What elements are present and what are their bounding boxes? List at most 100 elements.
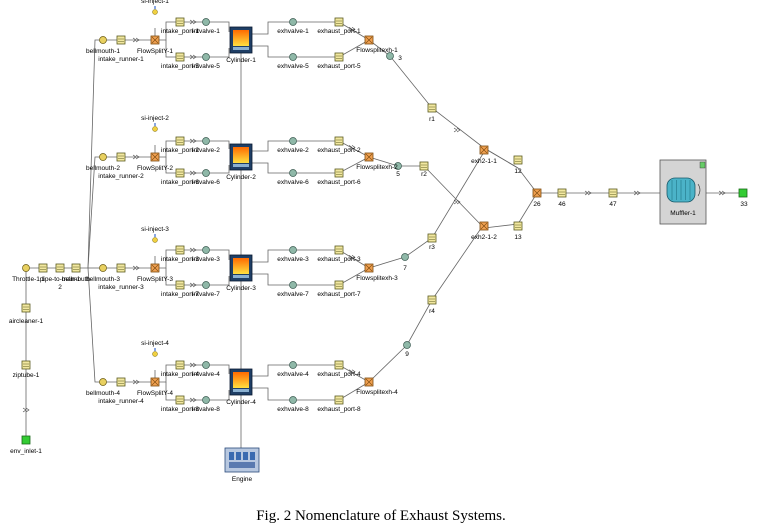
- pipe-r-label: r3: [429, 244, 435, 251]
- exhaust-port-label: exhaust_port-8: [317, 406, 361, 413]
- bellmouth-icon[interactable]: [99, 378, 107, 386]
- intake-runner-icon[interactable]: [116, 35, 126, 45]
- valve-icon[interactable]: [202, 281, 210, 289]
- valve-icon[interactable]: [289, 53, 297, 61]
- intake-port-icon[interactable]: [175, 360, 185, 370]
- intake-port-icon[interactable]: [175, 395, 185, 405]
- pipe-r-icon[interactable]: [427, 295, 437, 305]
- intake-port-icon[interactable]: [175, 52, 185, 62]
- exhvalve-label: exhvalve-1: [277, 28, 309, 35]
- valve-icon[interactable]: [386, 52, 394, 60]
- valve-icon[interactable]: [289, 361, 297, 369]
- env-inlet-icon[interactable]: [21, 435, 31, 445]
- connection-line: [252, 156, 370, 174]
- exhaust-port-icon[interactable]: [334, 395, 344, 405]
- intvalve-label: intvalve-2: [192, 147, 220, 154]
- intake-port-icon[interactable]: [175, 136, 185, 146]
- pipe-icon[interactable]: [557, 188, 567, 198]
- exhaust-port-label: exhaust_port-7: [317, 291, 361, 298]
- pipe-icon[interactable]: [513, 155, 523, 165]
- bellmouth-icon[interactable]: [99, 36, 107, 44]
- valve-icon[interactable]: [202, 246, 210, 254]
- flow-direction-icon: [189, 54, 197, 60]
- pipe-icon[interactable]: [513, 221, 523, 231]
- flow-direction-icon: [132, 37, 140, 43]
- connection-line: [252, 140, 370, 158]
- ziptube-icon[interactable]: [21, 360, 31, 370]
- valve-icon[interactable]: [394, 162, 402, 170]
- si-inject-label: si-inject-3: [141, 226, 169, 233]
- bellmouth-main-label: bellmouth: [62, 276, 91, 283]
- exhaust-port-icon[interactable]: [334, 17, 344, 27]
- junction-label: exh2-1-1: [471, 158, 497, 165]
- valve-icon[interactable]: [202, 396, 210, 404]
- intake-runner-icon[interactable]: [116, 377, 126, 387]
- connection-line: [368, 39, 538, 194]
- valve-icon[interactable]: [289, 169, 297, 177]
- intvalve-label: intvalve-4: [192, 371, 220, 378]
- exhaust-port-label: exhaust_port-6: [317, 179, 361, 186]
- pipe-number-label: 2: [58, 284, 62, 291]
- flow-direction-icon: [189, 397, 197, 403]
- connection-line: [252, 249, 370, 269]
- exhaust-port-icon[interactable]: [334, 52, 344, 62]
- pipe-r-icon[interactable]: [427, 233, 437, 243]
- intake-runner-icon[interactable]: [116, 152, 126, 162]
- cylinder-flame: [233, 30, 249, 46]
- injector-icon[interactable]: [152, 126, 158, 132]
- valve-icon[interactable]: [202, 18, 210, 26]
- intake-runner-icon[interactable]: [116, 263, 126, 273]
- intake-port-label: intake_port-8: [161, 406, 199, 413]
- bellmouth-icon[interactable]: [99, 264, 107, 272]
- flow-direction-icon: [189, 138, 197, 144]
- outlet-icon[interactable]: [738, 188, 748, 198]
- connection-line: [155, 364, 230, 383]
- valve-icon[interactable]: [202, 169, 210, 177]
- valve-icon[interactable]: [403, 341, 411, 349]
- exhaust-port-icon[interactable]: [334, 136, 344, 146]
- injector-icon[interactable]: [152, 9, 158, 15]
- injector-icon[interactable]: [152, 351, 158, 357]
- injector-icon[interactable]: [152, 237, 158, 243]
- intake-port-icon[interactable]: [175, 245, 185, 255]
- intvalve-label: intvalve-6: [192, 179, 220, 186]
- valve-icon[interactable]: [401, 253, 409, 261]
- pipe-to-man-icon[interactable]: [55, 263, 65, 273]
- flowsplit-cross: [151, 36, 159, 44]
- valve-icon[interactable]: [289, 396, 297, 404]
- connection-line: [483, 147, 519, 169]
- intake-port-label: intake_port-4: [161, 371, 199, 378]
- exhaust-port-label: exhaust_port-3: [317, 256, 361, 263]
- pipe-to-man-icon[interactable]: [71, 263, 81, 273]
- connection-line: [252, 267, 370, 286]
- bellmouth-icon[interactable]: [99, 153, 107, 161]
- pipe-r-icon[interactable]: [419, 161, 429, 171]
- valve-icon[interactable]: [202, 53, 210, 61]
- pipe-r-icon[interactable]: [427, 103, 437, 113]
- engine-cylinder-glyph: [236, 452, 241, 460]
- ziptube-label: ziptube-1: [13, 372, 40, 379]
- valve-icon[interactable]: [289, 281, 297, 289]
- intake-port-icon[interactable]: [175, 168, 185, 178]
- intake-port-icon[interactable]: [175, 17, 185, 27]
- valve-icon[interactable]: [289, 18, 297, 26]
- bellmouth-icon[interactable]: [22, 264, 30, 272]
- exhaust-port-icon[interactable]: [334, 360, 344, 370]
- valve-icon[interactable]: [289, 246, 297, 254]
- pipe-icon[interactable]: [608, 188, 618, 198]
- valve-icon[interactable]: [202, 361, 210, 369]
- aircleaner-icon[interactable]: [21, 303, 31, 313]
- valve-icon[interactable]: [202, 137, 210, 145]
- flowsplit-y-label: FlowSplitY-4: [137, 390, 173, 397]
- engine-cylinder-glyph: [250, 452, 255, 460]
- pipe-number-label: 3: [398, 55, 402, 62]
- valve-icon[interactable]: [289, 137, 297, 145]
- engine-cylinder-glyph: [229, 452, 234, 460]
- exhaust-port-icon[interactable]: [334, 168, 344, 178]
- intake-port-icon[interactable]: [175, 280, 185, 290]
- intvalve-label: intvalve-8: [192, 406, 220, 413]
- exhaust-port-icon[interactable]: [334, 245, 344, 255]
- sound-wave-icon: [697, 183, 701, 197]
- pipe-to-man-icon[interactable]: [38, 263, 48, 273]
- exhaust-port-icon[interactable]: [334, 280, 344, 290]
